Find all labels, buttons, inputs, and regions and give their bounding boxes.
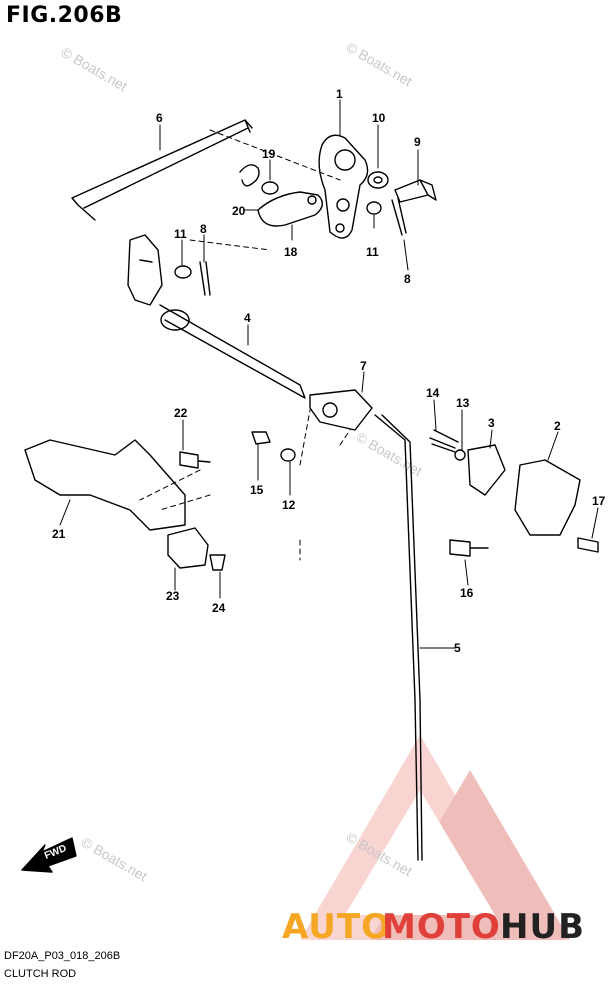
callout-number: 21	[52, 527, 66, 541]
callout-number: 4	[244, 311, 251, 325]
part-rod-6	[71, 119, 253, 221]
part-screw-15	[251, 431, 271, 445]
part-bolt-22	[179, 451, 211, 469]
part-bracket-21	[24, 439, 186, 531]
part-bracket	[127, 234, 163, 306]
part-lever-1	[318, 134, 369, 239]
callout-number: 10	[372, 111, 386, 125]
part-rivet-24	[209, 554, 226, 571]
part-shaft-4	[159, 304, 306, 399]
callout-number: 22	[174, 406, 188, 420]
part-detent-3	[467, 444, 506, 496]
part-pin-8b	[199, 261, 211, 296]
part-pin-8	[391, 197, 407, 236]
part-screw-16	[449, 539, 489, 557]
part-screw-17	[577, 537, 599, 553]
callout-number: 11	[366, 245, 379, 259]
part-washer-11	[366, 201, 382, 215]
callout-number: 14	[426, 386, 440, 400]
brand-watermark: AUTO MOTO HUB	[282, 907, 585, 947]
figure-title: FIG.206B	[6, 3, 123, 28]
part-spring-14	[429, 429, 459, 453]
callout-number: 11	[174, 227, 187, 241]
figure-caption: CLUTCH ROD	[4, 968, 77, 980]
part-clutch-7	[309, 389, 373, 431]
callout-number: 18	[284, 245, 298, 259]
callout-number: 1	[336, 87, 343, 101]
part-ball-13	[454, 449, 466, 461]
part-link-18	[257, 191, 323, 227]
part-block-23	[167, 527, 209, 569]
part-washer-12	[280, 448, 296, 462]
callout-number: 15	[250, 483, 264, 497]
callout-number: 6	[156, 111, 163, 125]
part-clip-20	[239, 164, 260, 187]
part-housing-2	[514, 459, 581, 536]
callout-number: 20	[232, 204, 246, 218]
logo-triangle-cut	[345, 790, 495, 915]
brand-text-auto: AUTO	[282, 907, 391, 947]
callout-number: 23	[166, 589, 180, 603]
callout-number: 19	[262, 147, 276, 161]
watermark-text: © Boats.net	[354, 429, 426, 480]
callout-number: 16	[460, 586, 474, 600]
part-rod-5	[374, 414, 423, 861]
callout-number: 2	[554, 419, 561, 433]
part-washer-11b	[174, 265, 192, 279]
callout-number: 5	[454, 641, 461, 655]
part-rod-6-inner	[83, 127, 249, 209]
brand-text-hub: HUB	[500, 907, 585, 947]
watermark-logo	[300, 735, 570, 940]
watermark-text: © Boats.net	[59, 44, 131, 95]
part-washer-10	[367, 171, 389, 189]
part-lever-1-boss	[334, 149, 356, 171]
callout-group: 1 6 10 9 19 20 18 11 8 11 8 4 7 14 13 3 …	[52, 87, 606, 655]
part-shaft-4-collar	[160, 309, 190, 331]
figure-code: DF20A_P03_018_206B	[4, 950, 121, 962]
brand-text-moto: MOTO	[382, 907, 501, 947]
part-bolt-9	[394, 179, 437, 203]
callout-number: 8	[404, 272, 411, 286]
fwd-arrow	[21, 837, 77, 873]
callout-number: 3	[488, 416, 495, 430]
callout-number: 9	[414, 135, 421, 149]
callout-number: 24	[212, 601, 226, 615]
callout-number: 8	[200, 222, 207, 236]
callout-number: 13	[456, 396, 470, 410]
callout-number: 7	[360, 359, 367, 373]
part-washer-19	[261, 181, 279, 195]
watermark-text: © Boats.net	[344, 39, 416, 90]
callout-number: 17	[592, 494, 606, 508]
callout-number: 12	[282, 498, 296, 512]
watermark-text: © Boats.net	[79, 834, 151, 885]
